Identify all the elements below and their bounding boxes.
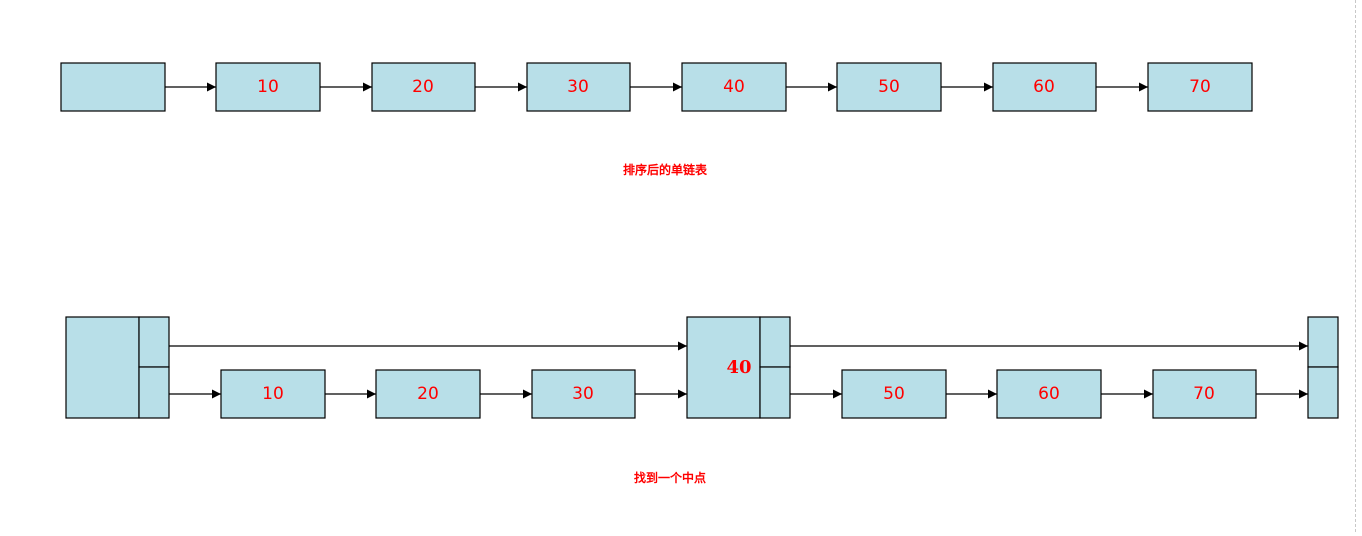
skip-list-node-label: 50 [883,384,905,404]
skip-head-pointer-bottom [138,366,170,419]
list-node-head [60,62,166,112]
skip-list-node [375,369,481,419]
skip-middle-body [686,316,761,419]
list-node-label: 60 [1033,77,1055,97]
skip-tail-node [1307,316,1339,419]
list-node-label: 30 [567,77,589,97]
skip-middle-pointer-bottom [759,366,791,419]
page-edge-divider [1355,0,1356,532]
sorted-list-caption: 排序后的单链表 [623,162,708,177]
skip-middle-label: 40 [726,357,751,378]
skip-head-pointer-top [138,316,170,368]
list-node-label: 50 [878,77,900,97]
list-node-label: 70 [1189,77,1211,97]
list-node [371,62,476,112]
skip-list-caption: 找到一个中点 [634,470,706,485]
skip-list-node [531,369,636,419]
skip-middle-node: 40 [686,316,791,419]
list-node [992,62,1097,112]
sorted-list: 10 20 30 40 50 60 70 排序后的单链表 [60,62,1253,177]
list-node-label: 40 [723,77,745,97]
list-node [1147,62,1253,112]
skip-list: 10 20 30 40 50 60 70 找到一个中点 [65,316,1339,485]
skip-list-node-label: 60 [1038,384,1060,404]
skip-head-body [65,316,140,419]
skip-list-node-label: 20 [417,384,439,404]
list-node-label: 10 [257,77,279,97]
skip-list-node [1152,369,1257,419]
skip-middle-pointer-top [759,316,791,368]
skip-head-node [65,316,170,419]
list-node-label: 20 [412,77,434,97]
list-node [836,62,942,112]
skip-tail-top [1307,316,1339,368]
skip-list-node [841,369,947,419]
skip-tail-bottom [1307,366,1339,419]
list-node [215,62,321,112]
skip-list-node-label: 70 [1193,384,1215,404]
skip-list-node [220,369,326,419]
list-node [681,62,787,112]
skip-list-arrows [169,341,1308,399]
list-node [526,62,631,112]
skip-list-node [996,369,1102,419]
skip-list-node-label: 10 [262,384,284,404]
skip-list-node-label: 30 [572,384,594,404]
